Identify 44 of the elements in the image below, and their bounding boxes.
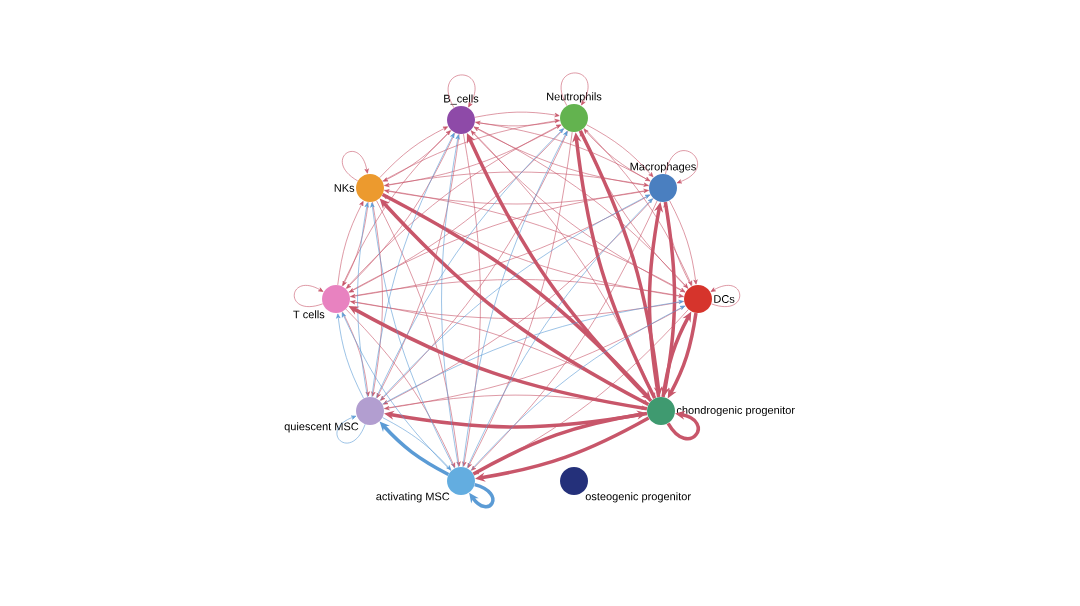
interaction-arrow (560, 72, 589, 106)
cell-node: Neutrophils (547, 92, 602, 132)
interaction-arrow (383, 394, 647, 410)
interaction-arrow (663, 202, 692, 287)
interaction-arrow (382, 118, 560, 182)
node-label: T cells (293, 310, 325, 319)
interaction-arrow (336, 415, 366, 444)
interaction-arrow (447, 74, 476, 108)
interaction-arrow (474, 111, 560, 118)
interaction-arrow (665, 150, 698, 184)
node-label: B_cells (444, 94, 479, 105)
interaction-arrow (441, 134, 460, 468)
interaction-arrow (669, 200, 698, 285)
cell-node: B_cells (444, 94, 479, 134)
interaction-arrow (383, 171, 649, 187)
cell-node: NKs (334, 174, 384, 202)
node-label: DCs (714, 295, 735, 303)
interaction-arrow (342, 151, 369, 182)
interaction-arrow (293, 285, 324, 307)
interaction-arrow (462, 133, 481, 467)
interaction-arrow (710, 285, 741, 307)
cell-node: osteogenic progenitor (560, 467, 691, 503)
interaction-arrow (342, 311, 370, 397)
interaction-arrow (337, 201, 364, 286)
interaction-arrow (349, 279, 684, 298)
cell-node: Macrophages (630, 162, 696, 202)
node-label: activating MSC (376, 492, 450, 503)
node-label: NKs (334, 184, 355, 192)
node-label: Macrophages (630, 162, 696, 173)
cell-node: DCs (684, 285, 735, 313)
cell-node: T cells (293, 285, 350, 319)
cell-node: activating MSC (376, 467, 475, 503)
interaction-arrow (371, 201, 383, 397)
interaction-arrow (384, 124, 562, 188)
node-label: osteogenic progenitor (585, 492, 691, 503)
cell-node: quiescent MSC (284, 397, 384, 433)
interaction-arrow (357, 202, 369, 398)
interaction-arrow (469, 483, 495, 509)
interaction-arrow (342, 201, 369, 286)
node-label: chondrogenic progenitor (676, 405, 795, 417)
node-label: quiescent MSC (284, 422, 359, 433)
cell-node: chondrogenic progenitor (647, 397, 795, 425)
node-label: Neutrophils (547, 92, 602, 103)
interaction-arrow (336, 313, 364, 399)
